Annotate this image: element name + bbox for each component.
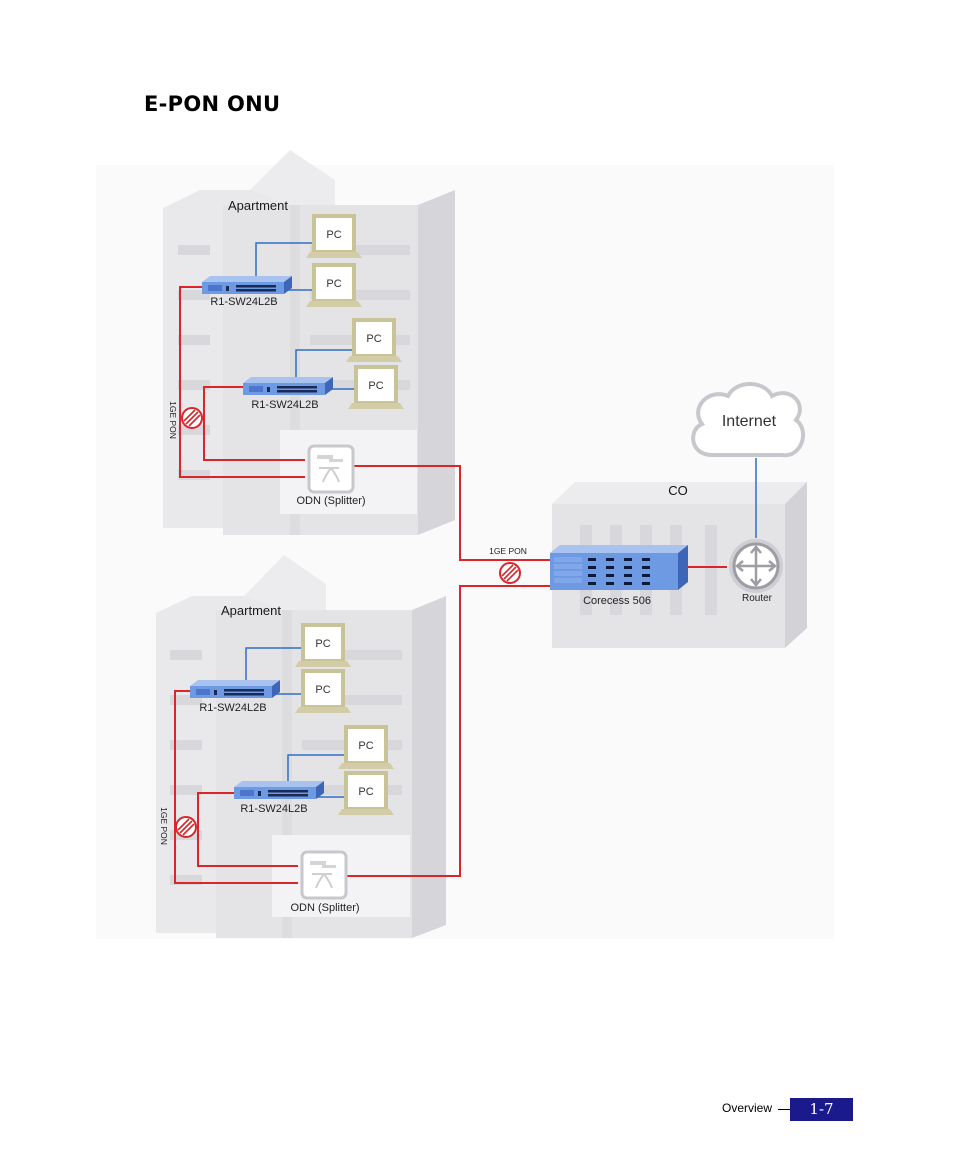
router-label: Router — [742, 593, 773, 604]
page-number-badge: 1-7 — [790, 1098, 853, 1121]
cloud-icon — [691, 382, 806, 458]
splitter-label: ODN (Splitter) — [296, 495, 365, 507]
co-title: CO — [668, 483, 688, 498]
pon-icon — [175, 816, 197, 838]
pc-label: PC — [326, 278, 341, 290]
router-icon — [729, 539, 783, 593]
switch-icon — [190, 680, 280, 698]
ethernet-links — [245, 242, 757, 798]
switch-icon — [202, 276, 292, 294]
footer-section-label: Overview — [722, 1101, 773, 1115]
splitter-icon — [300, 850, 348, 900]
pon-label: 1GE PON — [159, 807, 169, 845]
splitter-label: ODN (Splitter) — [290, 902, 359, 914]
pc-label: PC — [366, 333, 381, 345]
switch-icon — [234, 781, 324, 799]
pon-label: 1GE PON — [168, 401, 178, 439]
olt-icon — [550, 545, 688, 590]
pc-label: PC — [358, 786, 373, 798]
building-1-title: Apartment — [228, 198, 288, 213]
splitter-icon — [307, 444, 355, 494]
pc-label: PC — [358, 740, 373, 752]
pc-label: PC — [368, 380, 383, 392]
fiber-links — [174, 286, 727, 884]
switch-label: R1-SW24L2B — [251, 399, 318, 411]
pc-label: PC — [315, 638, 330, 650]
olt-label: Corecess 506 — [583, 595, 651, 607]
pc-label: PC — [326, 229, 341, 241]
page-title: E-PON ONU — [144, 92, 281, 116]
switch-label: R1-SW24L2B — [199, 702, 266, 714]
internet-label: Internet — [722, 413, 777, 430]
switch-icon — [243, 377, 333, 395]
pon-icon — [499, 562, 521, 584]
building-2-title: Apartment — [221, 603, 281, 618]
switch-label: R1-SW24L2B — [210, 296, 277, 308]
pc-label: PC — [315, 684, 330, 696]
switch-label: R1-SW24L2B — [240, 803, 307, 815]
footer-divider — [778, 1109, 790, 1110]
pon-icon — [181, 407, 203, 429]
pon-label: 1GE PON — [489, 546, 527, 556]
